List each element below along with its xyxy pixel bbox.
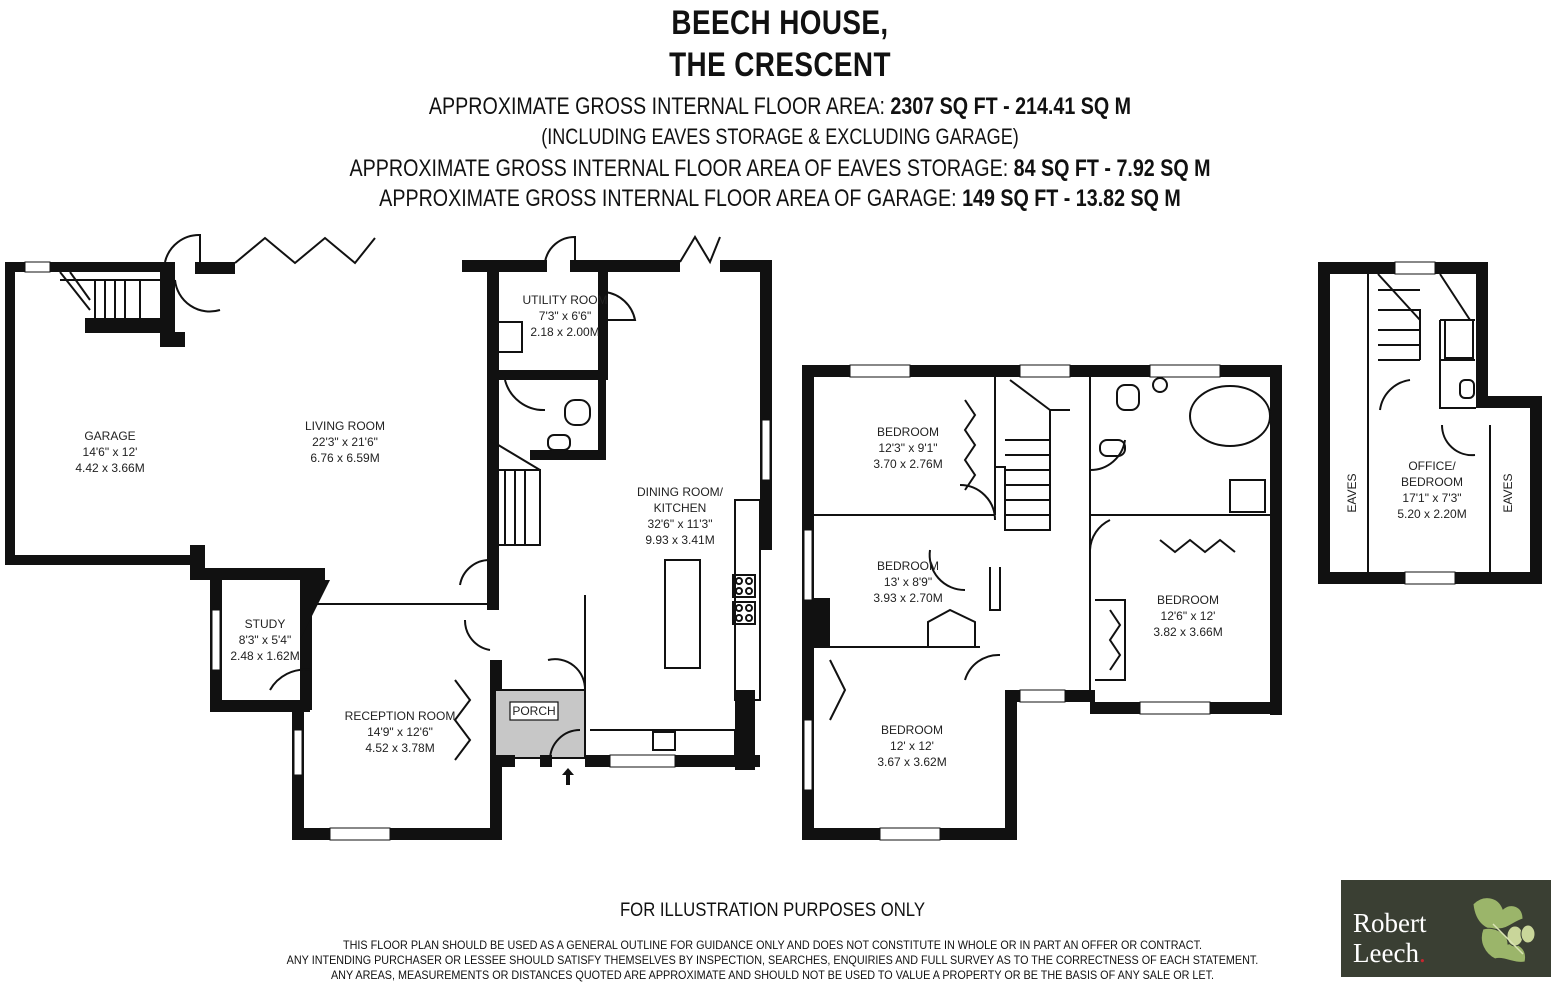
room-labels: GARAGE 14'6" x 12' 4.42 x 3.66M LIVING R…	[75, 293, 1515, 769]
eaves-area-line: APPROXIMATE GROSS INTERNAL FLOOR AREA OF…	[140, 155, 1419, 183]
dining-name2: KITCHEN	[654, 501, 707, 515]
dining-metric: 9.93 x 3.41M	[645, 533, 714, 547]
eaves-area-value: 84 SQ FT - 7.92 SQ M	[1013, 155, 1211, 182]
bed3-imperial: 12'6" x 12'	[1161, 609, 1216, 623]
living-imperial: 22'3" x 21'6"	[312, 435, 378, 449]
porch-name: PORCH	[512, 704, 555, 718]
bed4-metric: 3.67 x 3.62M	[877, 755, 946, 769]
disclaimer-line1: THIS FLOOR PLAN SHOULD BE USED AS A GENE…	[343, 938, 1202, 952]
oak-leaf-icon	[1472, 897, 1536, 963]
bed3-name: BEDROOM	[1157, 593, 1219, 607]
bed1-imperial: 12'3" x 9'1"	[878, 441, 937, 455]
total-area-value: 2307 SQ FT - 214.41 SQ M	[890, 93, 1132, 120]
logo-line1: Robert	[1353, 908, 1427, 938]
total-area-line: APPROXIMATE GROSS INTERNAL FLOOR AREA: 2…	[140, 93, 1419, 121]
garage-imperial: 14'6" x 12'	[83, 445, 138, 459]
eaves-area-label: APPROXIMATE GROSS INTERNAL FLOOR AREA OF…	[349, 155, 1009, 182]
study-name: STUDY	[245, 617, 286, 631]
logo-line2: Leech.	[1353, 938, 1426, 968]
plan-title-line1: BEECH HOUSE,	[671, 4, 889, 42]
study-imperial: 8'3" x 5'4"	[239, 633, 291, 647]
bed2-imperial: 13' x 8'9"	[884, 575, 932, 589]
bed4-imperial: 12' x 12'	[890, 739, 934, 753]
bed4-name: BEDROOM	[881, 723, 943, 737]
utility-metric: 2.18 x 2.00M	[530, 325, 599, 339]
first-floor-walls	[802, 364, 1282, 841]
second-floor-walls	[1318, 261, 1542, 585]
ground-floor-walls	[5, 233, 772, 841]
reception-metric: 4.52 x 3.78M	[365, 741, 434, 755]
garage-metric: 4.42 x 3.66M	[75, 461, 144, 475]
disclaimer-line2: ANY INTENDING PURCHASER OR LESSEE SHOULD…	[286, 953, 1259, 967]
illustration-note: FOR ILLUSTRATION PURPOSES ONLY	[619, 900, 926, 921]
total-area-label: APPROXIMATE GROSS INTERNAL FLOOR AREA:	[428, 93, 885, 120]
eaves-right-label: EAVES	[1501, 473, 1515, 512]
total-area-note: (INCLUDING EAVES STORAGE & EXCLUDING GAR…	[541, 124, 1019, 149]
study-metric: 2.48 x 1.62M	[230, 649, 299, 663]
utility-imperial: 7'3" x 6'6"	[539, 309, 591, 323]
bed3-metric: 3.82 x 3.66M	[1153, 625, 1222, 639]
garage-name: GARAGE	[84, 429, 135, 443]
office-name2: BEDROOM	[1401, 475, 1463, 489]
office-name1: OFFICE/	[1408, 459, 1456, 473]
bed1-metric: 3.70 x 2.76M	[873, 457, 942, 471]
reception-imperial: 14'9" x 12'6"	[367, 725, 433, 739]
reception-name: RECEPTION ROOM	[345, 709, 456, 723]
living-name: LIVING ROOM	[305, 419, 385, 433]
office-imperial: 17'1" x 7'3"	[1402, 491, 1461, 505]
utility-name: UTILITY ROOM	[522, 293, 607, 307]
dining-name1: DINING ROOM/	[637, 485, 724, 499]
logo-line2-text: Leech	[1353, 938, 1419, 968]
eaves-left-label: EAVES	[1345, 473, 1359, 512]
office-metric: 5.20 x 2.20M	[1397, 507, 1466, 521]
bed2-name: BEDROOM	[877, 559, 939, 573]
disclaimer-line3: ANY AREAS, MEASUREMENTS OR DISTANCES QUO…	[330, 968, 1215, 982]
garage-area-line: APPROXIMATE GROSS INTERNAL FLOOR AREA OF…	[140, 185, 1419, 213]
agency-logo: Robert Leech.	[1341, 880, 1551, 977]
dining-imperial: 32'6" x 11'3"	[648, 517, 713, 531]
bed2-metric: 3.93 x 2.70M	[873, 591, 942, 605]
living-metric: 6.76 x 6.59M	[310, 451, 379, 465]
garage-area-label: APPROXIMATE GROSS INTERNAL FLOOR AREA OF…	[379, 185, 957, 212]
logo-dot: .	[1418, 938, 1426, 968]
plan-title-line2: THE CRESCENT	[669, 46, 891, 84]
bed1-name: BEDROOM	[877, 425, 939, 439]
garage-area-value: 149 SQ FT - 13.82 SQ M	[962, 185, 1181, 212]
